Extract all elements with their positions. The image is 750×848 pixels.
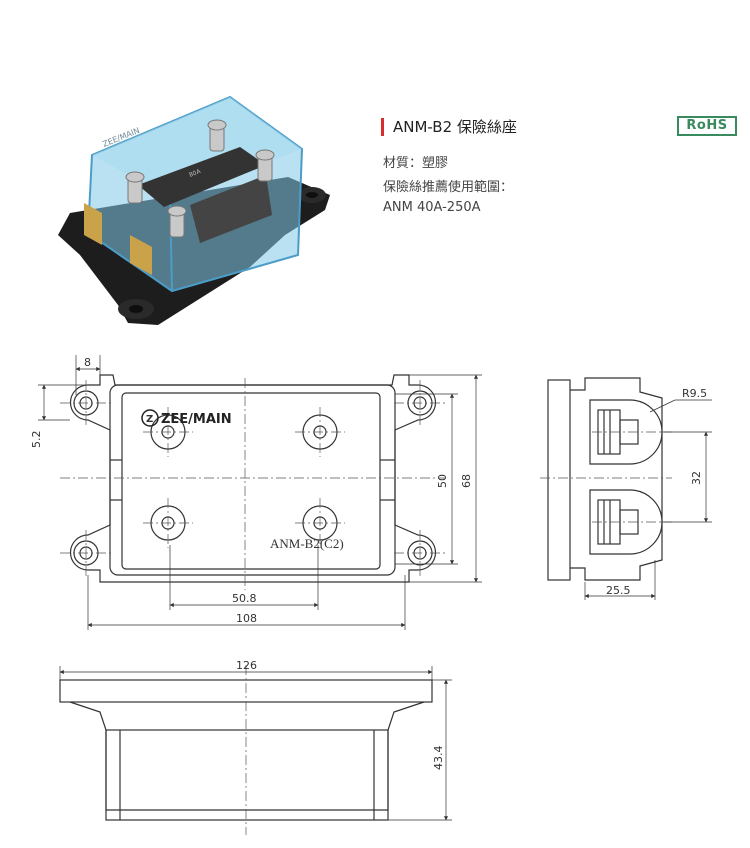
side-view [547,377,663,581]
drawing-brand-logo: Z ZEE/MAIN [141,409,232,427]
centerlines [60,378,445,590]
dim-50: 50 [436,474,449,488]
dim-43-4: 43.4 [432,746,445,771]
dim-126: 126 [236,659,257,672]
material-spec: 材質：塑膠 [383,156,449,171]
dim-108: 108 [236,612,257,625]
svg-text:80A: 80A [188,168,202,179]
fuse-range-label: 保險絲推薦使用範圍： [383,180,514,195]
dim-25-5: 25.5 [606,584,631,597]
svg-text:ZEE/MAIN: ZEE/MAIN [161,412,232,427]
title-accent-bar [381,118,384,136]
svg-text:Z: Z [146,414,153,425]
fuse-range-value: ANM 40A-250A [383,200,481,215]
product-photo: ZEE/MAIN 80A [58,95,330,325]
dim-68: 68 [460,474,473,488]
dim-r9-5: R9.5 [682,387,707,400]
dim-8: 8 [84,356,91,369]
rohs-badge: RoHS [677,116,737,136]
top-view [69,374,437,583]
technical-drawing: Z ZEE/MAIN ANM-B2(C2) 8 5.2 50 68 50.8 1… [30,355,712,835]
model-marking: ANM-B2(C2) [270,536,344,551]
dim-32: 32 [690,471,703,485]
dim-5-2: 5.2 [30,431,43,449]
dim-50-8: 50.8 [232,592,257,605]
product-title: ANM-B2 保險絲座 [393,118,517,136]
product-info: ANM-B2 保險絲座 材質：塑膠 保險絲推薦使用範圍： ANM 40A-250… [381,116,741,226]
